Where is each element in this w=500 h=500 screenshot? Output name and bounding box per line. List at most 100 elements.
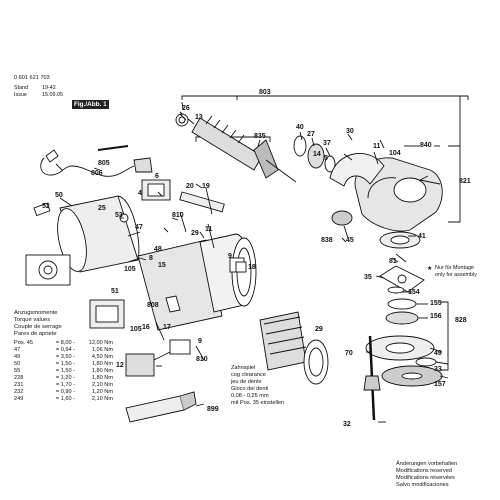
footer-note-line: Modifications réservées: [396, 475, 455, 481]
part-label: 18: [248, 264, 256, 271]
part-label: 156: [430, 313, 442, 320]
torque-value: = 1,60 -: [55, 396, 75, 402]
clearance-note-line: jeu de dents: [231, 379, 262, 385]
torque-heading-de: Anzugsmomente: [14, 310, 58, 316]
torque-pos: 55: [14, 368, 21, 374]
part-label: 17: [163, 324, 171, 331]
part-label: 37: [323, 140, 331, 147]
torque-row: 47 = 0,94 - 1,06 Nm: [14, 347, 113, 354]
torque-value: = 0,90 -: [55, 389, 75, 395]
part-label: 32: [343, 421, 351, 428]
clearance-note-line: mit Pos. 35 einstellen: [231, 400, 285, 406]
issue-label: Issue: [14, 92, 27, 98]
part-label: 838: [321, 237, 333, 244]
torque-pos: 231: [14, 382, 24, 388]
stand-value: 19-42: [42, 85, 56, 91]
footer-note-line: Modifications reserved: [396, 468, 452, 474]
clearance-note-line: Gioco dei denti: [231, 386, 269, 392]
issue-value: 15.09.05: [42, 92, 63, 98]
part-label: 810: [172, 212, 184, 219]
torque-pos: 49: [14, 354, 21, 360]
part-label: 29: [191, 230, 199, 237]
part-label: 81: [389, 258, 397, 265]
torque-pos: 50: [14, 361, 21, 367]
part-label: 105: [124, 266, 136, 273]
torque-value: = 8,00 -: [55, 340, 75, 346]
part-label: 157: [434, 381, 446, 388]
part-label: 13: [195, 114, 203, 121]
part-label: 29: [315, 326, 323, 333]
clearance-note-line: 0,08 - 0,25 mm: [231, 393, 269, 399]
part-label: 14: [313, 151, 321, 158]
torque-value: = 0,94 -: [55, 347, 75, 353]
part-label: 48: [154, 246, 162, 253]
torque-nm: 1,20 Nm: [91, 389, 113, 395]
part-label: 33: [434, 366, 442, 373]
torque-row: Pos. 45 = 8,00 - 12,00 Nm: [14, 340, 113, 347]
torque-pos: 249: [14, 396, 24, 402]
part-label: 805: [98, 160, 110, 167]
torque-pos: Pos. 45: [14, 340, 33, 346]
part-label: 70: [345, 350, 353, 357]
part-label: 155: [430, 300, 442, 307]
part-label: 35: [364, 274, 372, 281]
part-label: 828: [455, 317, 467, 324]
torque-row: 231= 1,70 -2,10 Nm: [14, 382, 113, 389]
part-number: 0 601 621 703: [14, 75, 50, 81]
part-label: 821: [459, 178, 471, 185]
clearance-note-line: Zahnspiel: [231, 365, 256, 371]
torque-pos: 47: [14, 347, 21, 353]
part-label: 19: [202, 183, 210, 190]
part-label: 4: [138, 190, 142, 197]
part-label: 47: [135, 224, 143, 231]
part-label: 9: [228, 253, 232, 260]
part-label: 12: [116, 362, 124, 369]
part-label: 11: [373, 143, 381, 150]
part-label: 15: [158, 262, 166, 269]
part-label: 50: [55, 192, 63, 199]
part-label: 6: [155, 173, 159, 180]
torque-value: = 3,50 -: [55, 354, 75, 360]
torque-row: 55 = 1,50 - 1,80 Nm: [14, 368, 113, 375]
part-label: 45: [346, 237, 354, 244]
part-label: 40: [296, 124, 304, 131]
part-label: 104: [389, 150, 401, 157]
part-label: 808: [147, 302, 159, 309]
torque-value: = 1,50 -: [55, 361, 75, 367]
torque-pos: 228: [14, 375, 24, 381]
torque-nm: 1,06 Nm: [91, 347, 113, 353]
part-label: 53: [115, 212, 123, 219]
part-label: 26: [182, 105, 190, 112]
footer-note-line: Änderungen vorbehalten: [396, 461, 458, 467]
torque-value: = 1,50 -: [55, 368, 75, 374]
part-label: 16: [142, 324, 150, 331]
part-label: 25: [98, 205, 106, 212]
part-label: 154: [408, 289, 420, 296]
part-label: 835: [254, 133, 266, 140]
torque-value: = 1,70 -: [55, 382, 75, 388]
assembly-note-line: Nur für Montage: [435, 265, 474, 271]
torque-pos: 232: [14, 389, 24, 395]
part-label: 899: [207, 406, 219, 413]
part-label: 49: [434, 350, 442, 357]
part-label: 840: [420, 142, 432, 149]
clearance-note-line: cog clearance: [231, 372, 266, 378]
footer-note-line: Salvo modificaciones: [396, 482, 449, 488]
torque-row: 249 = 1,60 - 2,10 Nm: [14, 396, 113, 403]
part-label: 8: [149, 255, 153, 262]
torque-nm: 1,80 Nm: [91, 368, 113, 374]
torque-nm: 2,10 Nm: [91, 396, 113, 402]
torque-nm: 12,00 Nm: [88, 340, 113, 346]
part-label: 105: [130, 326, 142, 333]
part-label: 806: [91, 170, 103, 177]
torque-nm: 1,80 Nm: [91, 361, 113, 367]
part-label: 20: [186, 183, 194, 190]
part-label: 51: [111, 288, 119, 295]
torque-row: 49= 3,50 -4,50 Nm: [14, 354, 113, 361]
torque-heading-en: Torque values: [14, 317, 51, 323]
figure-label: Fig./Abb. 1: [72, 100, 109, 109]
torque-row: 50 = 1,50 - 1,80 Nm: [14, 361, 113, 368]
part-label: 11: [205, 226, 213, 233]
